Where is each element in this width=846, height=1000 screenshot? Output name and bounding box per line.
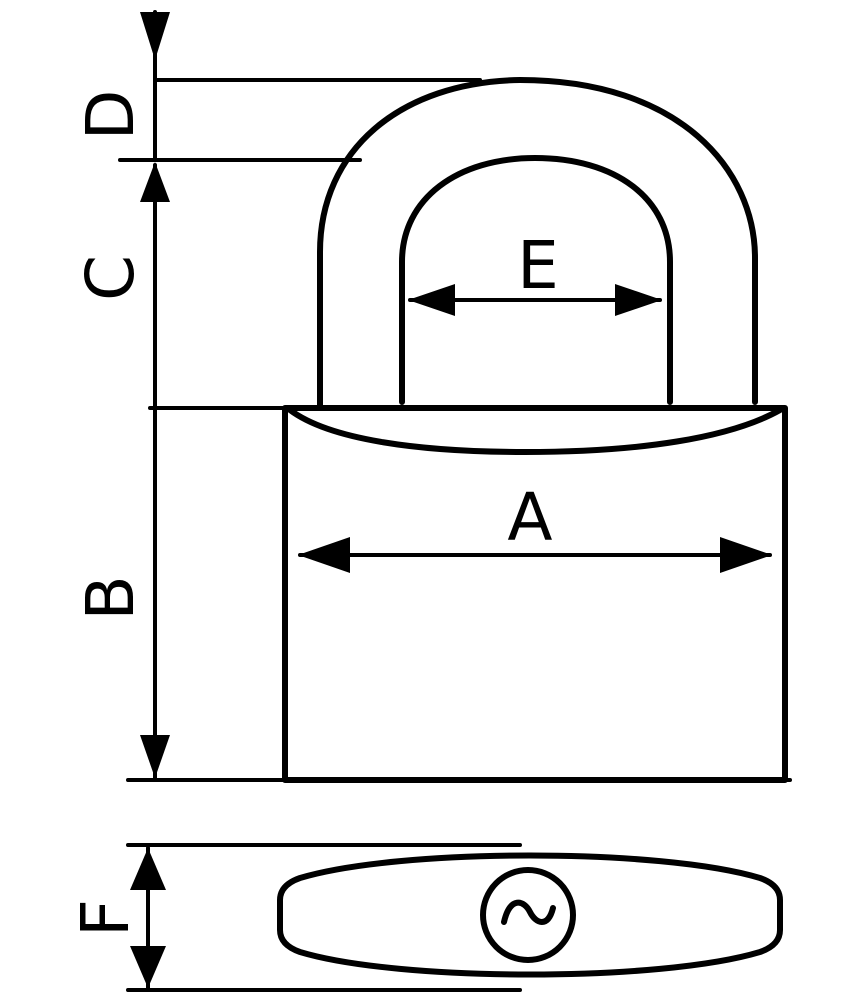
shackle-inner bbox=[399, 155, 673, 405]
label-f: F bbox=[67, 899, 144, 937]
dimension-d: D bbox=[72, 10, 170, 162]
dimension-f-arrowhead-top bbox=[130, 848, 166, 890]
dimension-b-arrowhead bbox=[140, 735, 170, 778]
shackle-outer bbox=[317, 77, 758, 411]
dimension-c: C bbox=[72, 162, 170, 410]
dimension-e-arrowhead-left bbox=[408, 284, 455, 316]
dimension-d-arrowhead bbox=[140, 12, 170, 60]
label-d: D bbox=[72, 90, 149, 141]
dimension-e-arrowhead-right bbox=[615, 284, 662, 316]
padlock-front-view bbox=[282, 77, 788, 783]
lock-body-top-curve bbox=[287, 407, 783, 455]
keyway-icon bbox=[480, 867, 576, 963]
label-b: B bbox=[72, 575, 149, 620]
dimension-e: E bbox=[408, 227, 662, 316]
lock-bottom-outline bbox=[277, 852, 783, 978]
extension-lines bbox=[118, 78, 792, 992]
keyway-slot bbox=[501, 899, 556, 925]
label-c: C bbox=[72, 255, 149, 301]
dimension-a-arrowhead-right bbox=[720, 537, 772, 573]
label-a: A bbox=[507, 479, 552, 556]
padlock-bottom-view bbox=[277, 852, 783, 978]
dimension-c-arrowhead bbox=[140, 162, 170, 202]
label-e: E bbox=[517, 227, 559, 304]
dimension-b: B bbox=[72, 406, 170, 782]
dimension-a-arrowhead-left bbox=[298, 537, 350, 573]
dimension-f-arrowhead-bottom bbox=[130, 946, 166, 988]
dimension-f: F bbox=[67, 846, 166, 990]
lock-body bbox=[282, 405, 788, 783]
dimension-a: A bbox=[298, 479, 772, 573]
